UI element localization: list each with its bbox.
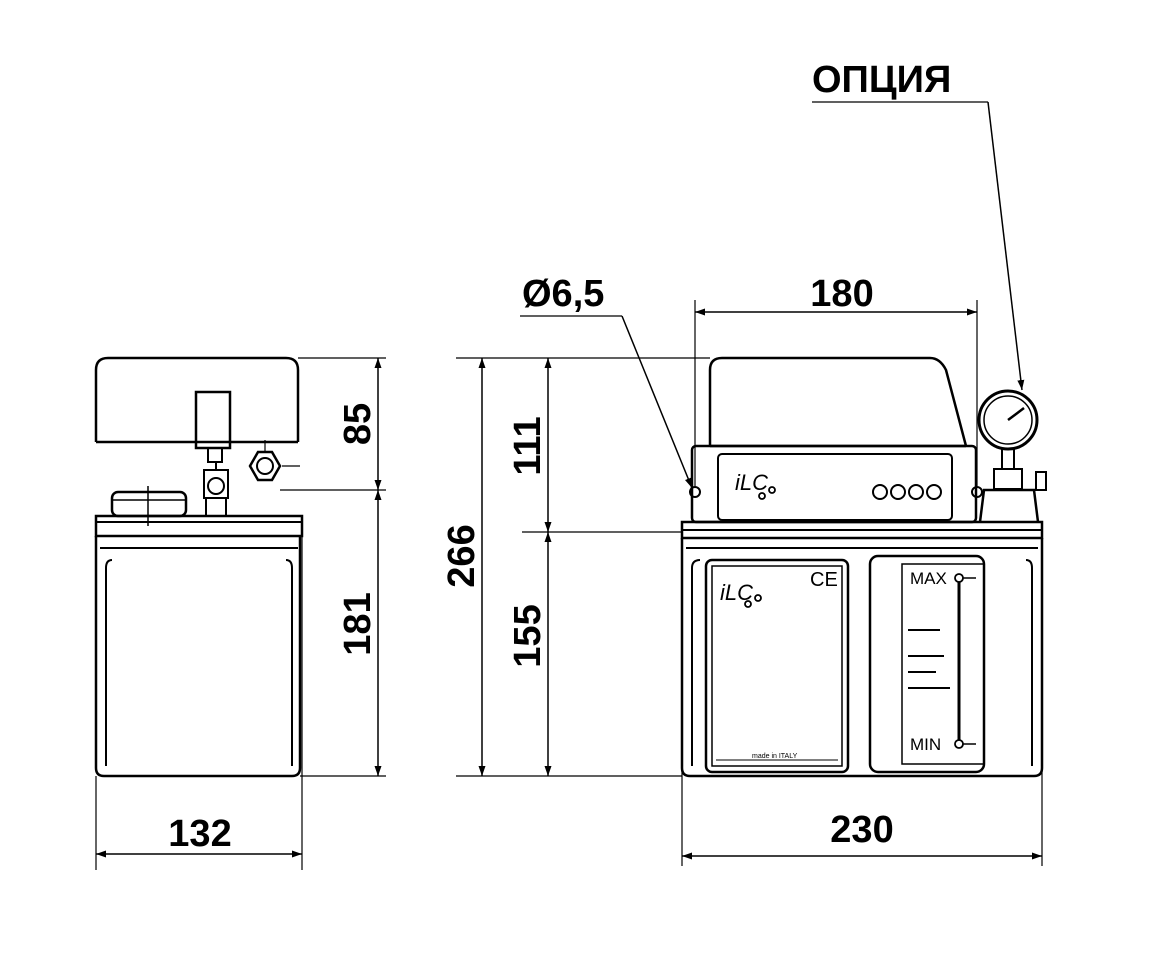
panel-logo: iLC bbox=[735, 470, 768, 495]
side-cover bbox=[94, 356, 300, 442]
dim-front-width: 230 bbox=[830, 809, 893, 851]
ce-mark: CE bbox=[810, 569, 838, 591]
level-min-label: MIN bbox=[910, 735, 941, 754]
dim-hole-diameter: Ø6,5 bbox=[522, 273, 604, 315]
dim-side-top-height: 85 bbox=[337, 403, 379, 445]
option-callout: ОПЦИЯ bbox=[812, 59, 1025, 391]
side-dimensions: 85 181 132 bbox=[95, 357, 386, 870]
rating-lines bbox=[908, 629, 950, 689]
dim-front-total-height: 266 bbox=[441, 524, 483, 587]
dim-side-bottom-height: 181 bbox=[337, 592, 379, 655]
dim-front-top-height: 111 bbox=[507, 416, 549, 475]
side-view bbox=[94, 356, 304, 778]
side-outlet-nut bbox=[248, 440, 300, 482]
label-droplets-icon bbox=[744, 594, 762, 608]
level-max-label: MAX bbox=[910, 569, 947, 588]
front-label-plate bbox=[704, 558, 850, 774]
front-dimensions: 266 111 155 230 180 Ø6,5 bbox=[441, 273, 1043, 866]
mount-hole-right bbox=[971, 486, 983, 498]
pressure-gauge bbox=[977, 389, 1047, 523]
side-switch-body bbox=[194, 390, 232, 450]
side-base-plate bbox=[94, 514, 304, 538]
dim-mounting-span: 180 bbox=[810, 273, 873, 315]
mount-hole-left bbox=[689, 486, 701, 498]
front-tank bbox=[680, 538, 1044, 778]
front-view: iLC iLC CE made in ITALY bbox=[680, 356, 1047, 778]
made-in-label: made in ITALY bbox=[752, 753, 798, 760]
dim-side-width: 132 bbox=[168, 813, 231, 855]
side-tank bbox=[94, 536, 302, 778]
indicator-lights bbox=[872, 484, 942, 500]
option-label: ОПЦИЯ bbox=[812, 59, 951, 101]
dim-front-bottom-height: 155 bbox=[507, 604, 549, 667]
side-filler-cap bbox=[110, 490, 188, 518]
panel-droplets-icon bbox=[758, 486, 776, 500]
front-cover bbox=[708, 356, 968, 447]
